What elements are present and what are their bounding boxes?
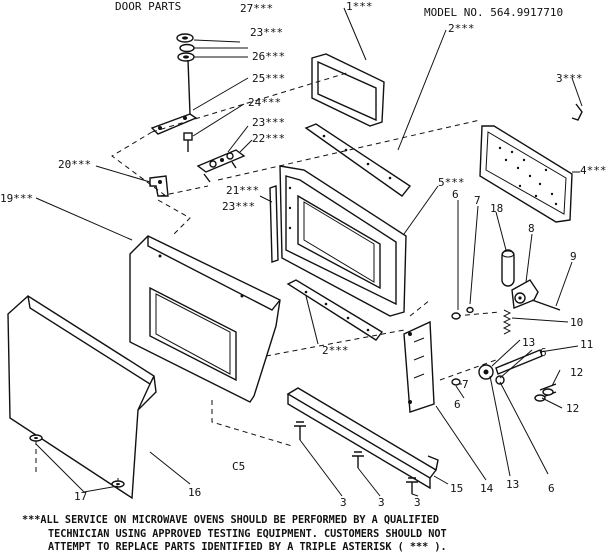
choke-plate-part	[479, 125, 573, 223]
service-warning-note: ***ALL SERVICE ON MICROWAVE OVENS SHOULD…	[22, 514, 602, 555]
screw-part	[294, 421, 418, 494]
washer-part	[29, 434, 125, 488]
assembly-line	[111, 71, 351, 197]
part-label-2: 2***	[322, 344, 349, 357]
part-label-3: 3	[378, 496, 385, 509]
part-label-13: 13	[506, 478, 519, 491]
service-warning-line: ATTEMPT TO REPLACE PARTS IDENTIFIED BY A…	[48, 542, 447, 553]
part-label-6: 6	[548, 482, 555, 495]
assembly-line	[211, 400, 293, 447]
part-label-23: 23***	[222, 200, 255, 213]
part-label-8: 8	[528, 222, 535, 235]
part-label-10: 10	[570, 316, 583, 329]
part-label-5: 5***	[438, 176, 465, 189]
leader-lines	[35, 7, 583, 497]
part-label-19: 19***	[0, 192, 33, 205]
part-label-7: 7	[462, 378, 469, 391]
part-label-6: 6	[452, 188, 459, 201]
latch-part	[511, 279, 539, 309]
choke-strip-top-part	[304, 123, 412, 197]
part-label-24: 24***	[248, 96, 281, 109]
model-number: MODEL NO. 564.9917710	[424, 6, 563, 19]
roller-part	[501, 249, 515, 287]
part-label-3: 3	[414, 496, 421, 509]
part-label-25: 25***	[252, 72, 285, 85]
spring-part	[502, 309, 512, 335]
part-label-6: 6	[454, 398, 461, 411]
bottom-rail-part	[286, 387, 439, 490]
door-window-part	[311, 53, 385, 127]
part-label-27: 27***	[240, 2, 273, 15]
pin-part	[531, 299, 561, 311]
part-label-23: 23***	[252, 116, 285, 129]
part-label-26: 26***	[252, 50, 285, 63]
part-label-21: 21***	[226, 184, 259, 197]
part-label-15: 15	[450, 482, 463, 495]
part-label-20: 20***	[58, 158, 91, 171]
part-label-12: 12	[566, 402, 579, 415]
door-frame-part	[129, 235, 281, 403]
assembly-line	[439, 311, 501, 381]
part-label-9: 9	[570, 250, 577, 263]
assembly-line	[157, 185, 209, 237]
screw-part	[451, 306, 474, 386]
service-warning-line: TECHNICIAN USING APPROVED TESTING EQUIPM…	[48, 528, 447, 540]
washer-stack	[176, 33, 195, 62]
latch-hardware-part	[196, 149, 246, 183]
part-label-22: 22***	[252, 132, 285, 145]
part-label-17: 17	[74, 490, 87, 503]
service-warning-line: ***ALL SERVICE ON MICROWAVE OVENS SHOULD…	[22, 515, 440, 526]
part-label-4: 4***	[580, 164, 607, 177]
part-label-23: 23***	[250, 26, 283, 39]
screw-part	[183, 132, 193, 152]
part-label-7: 7	[474, 194, 481, 207]
small-bracket-part	[149, 175, 169, 197]
part-label-12: 12	[570, 366, 583, 379]
clip-part	[571, 103, 583, 121]
choke-strip-bottom-part	[286, 279, 384, 341]
part-labels: 27*** 23*** 26*** 25*** 24*** 23*** 22**…	[0, 0, 607, 509]
hinge-plate-part	[403, 320, 435, 413]
part-label-18: 18	[490, 202, 503, 215]
part-label-3: 3	[340, 496, 347, 509]
part-label-2: 2***	[448, 22, 475, 35]
part-label-6: 6	[540, 346, 547, 359]
part-label-13: 13	[522, 336, 535, 349]
assembly-line	[35, 440, 119, 482]
door-cover-part	[7, 295, 157, 500]
diagram-title: DOOR PARTS	[115, 0, 181, 13]
part-label-11: 11	[580, 338, 593, 351]
hinge-bracket-part	[150, 59, 198, 135]
part-label-3: 3***	[556, 72, 583, 85]
assembly-line	[217, 119, 481, 181]
part-label-1: 1***	[346, 0, 373, 13]
inner-door-panel-part	[269, 165, 407, 317]
figure-code: C5	[232, 460, 245, 473]
part-label-14: 14	[480, 482, 494, 495]
part-label-16: 16	[188, 486, 201, 499]
